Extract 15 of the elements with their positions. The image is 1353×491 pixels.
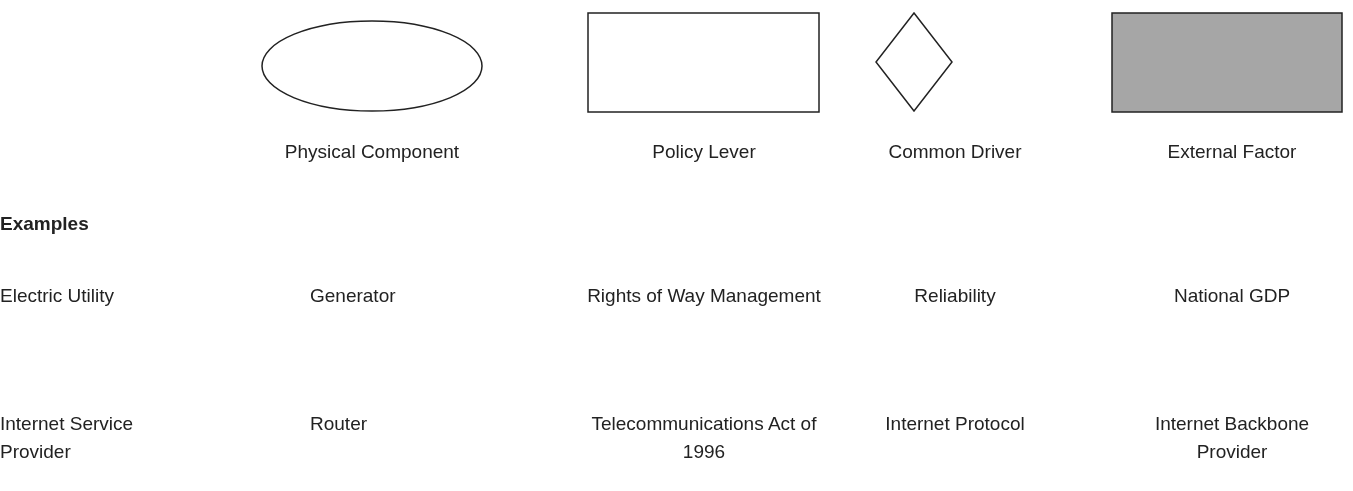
table-cell-text: National GDP	[1172, 284, 1292, 308]
table-cell-text: Generator	[310, 284, 397, 308]
shape-caption: External Factor	[1167, 141, 1297, 163]
table-cell-text: Router	[310, 412, 369, 436]
shape-caption: Common Driver	[888, 141, 1022, 163]
section-heading: Examples	[0, 212, 89, 236]
table-cell-text: Electric Utility	[0, 284, 115, 308]
table-cell-text: Internet Service Provider	[0, 412, 135, 464]
table-cell-text: Telecommunications Act of 1996	[590, 412, 818, 464]
shape-caption: Physical Component	[284, 141, 460, 163]
table-cell-text: Internet Backbone Provider	[1153, 412, 1311, 464]
table-cell-text: Reliability	[913, 284, 997, 308]
table-cell-text: Rights of Way Management	[586, 284, 822, 308]
table-cell-text: Internet Protocol	[884, 412, 1026, 436]
shape-caption: Policy Lever	[652, 141, 756, 163]
